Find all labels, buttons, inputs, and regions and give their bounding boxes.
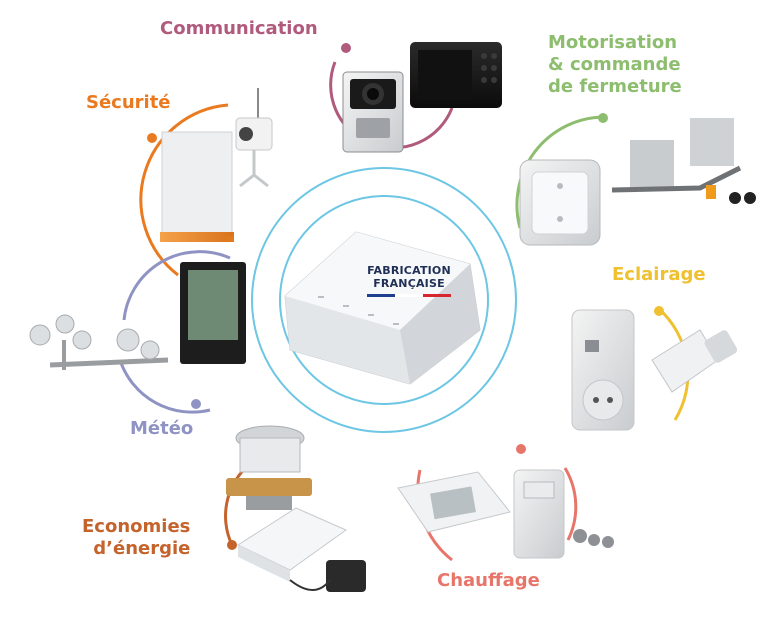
badge-line-1: FABRICATION bbox=[367, 264, 451, 277]
communication-devices-image bbox=[342, 42, 502, 153]
inner-ring bbox=[279, 195, 489, 405]
label-economies: Economies d’énergie bbox=[82, 516, 191, 559]
label-meteo: Météo bbox=[130, 418, 194, 439]
label-securite: Sécurité bbox=[86, 92, 171, 113]
eclairage-devices-image bbox=[571, 309, 738, 431]
securite-dot bbox=[147, 133, 157, 143]
french-flag-stripe bbox=[367, 294, 451, 297]
meteo-dot bbox=[191, 399, 201, 409]
securite-arc bbox=[139, 103, 229, 277]
motorisation-devices-image bbox=[519, 118, 756, 246]
flag-red bbox=[423, 294, 451, 297]
economies-dot bbox=[227, 540, 237, 550]
flag-blue bbox=[367, 294, 395, 297]
meteo-devices-image bbox=[29, 262, 246, 370]
label-communication: Communication bbox=[160, 18, 318, 39]
fabrication-francaise-badge: FABRICATION FRANÇAISE bbox=[357, 264, 461, 290]
badge-line-2: FRANÇAISE bbox=[373, 277, 445, 290]
motorisation-arc bbox=[515, 115, 604, 229]
communication-dot bbox=[341, 43, 351, 53]
meteo-arc-bottom bbox=[118, 359, 211, 414]
chauffage-dot bbox=[516, 444, 526, 454]
economies-devices-image bbox=[226, 425, 366, 592]
flag-white bbox=[395, 294, 423, 297]
meteo-arc-top bbox=[122, 250, 231, 321]
motorisation-dot bbox=[598, 113, 608, 123]
label-chauffage: Chauffage bbox=[437, 570, 540, 591]
outer-ring bbox=[251, 167, 517, 433]
central-hub-image bbox=[284, 231, 481, 385]
eclairage-dot bbox=[654, 306, 664, 316]
chauffage-arc-right bbox=[563, 467, 578, 541]
center-rings bbox=[251, 167, 517, 433]
label-motorisation: Motorisation & commande de fermeture bbox=[548, 32, 682, 97]
label-eclairage: Eclairage bbox=[612, 264, 706, 285]
chauffage-devices-image bbox=[397, 469, 614, 559]
securite-devices-image bbox=[160, 88, 273, 242]
